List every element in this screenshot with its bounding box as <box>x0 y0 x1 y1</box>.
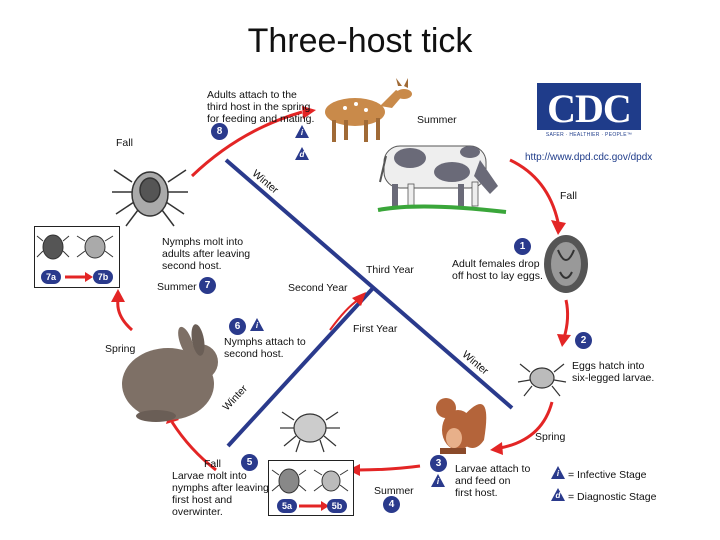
cdc-tagline: SAFER · HEALTHIER · PEOPLE™ <box>545 132 633 138</box>
stage-7-line-3: second host. <box>162 260 222 272</box>
arrowhead <box>557 334 571 347</box>
arrow-cow-to-1 <box>509 158 560 223</box>
winter-line-top <box>224 158 514 410</box>
arrow-2-to-3 <box>499 401 554 450</box>
year-label-third: Third Year <box>366 264 414 276</box>
stage-2-text: Eggs hatch into six-legged larvae. <box>572 360 654 384</box>
stage-8-line-2: third host in the spring <box>207 101 311 113</box>
infective-stage-icon: i <box>431 474 445 487</box>
season-summer-top: Summer <box>417 114 457 126</box>
stage-1-text: Adult females drop off host to lay eggs. <box>452 258 543 282</box>
stage-7-molt-box: 7a 7b <box>34 226 120 288</box>
stage-6-badge: 6 <box>229 318 246 335</box>
stage-1-badge: 1 <box>514 238 531 255</box>
rabbit-illustration <box>122 324 218 422</box>
stage-3-badge: 3 <box>430 455 447 472</box>
season-fall-bottom: Fall <box>204 458 221 470</box>
cdc-logo: CDC SAFER · HEALTHIER · PEOPLE™ <box>537 83 641 143</box>
stage-6-text: Nymphs attach to second host. <box>224 336 306 360</box>
stage-5a-label: 5a <box>277 499 297 513</box>
engorged-tick-illustration <box>544 235 588 293</box>
stage-4-badge: 4 <box>383 496 400 513</box>
nymph-tick-illustration <box>280 411 340 453</box>
adult-tick-illustration <box>112 169 188 227</box>
arrow-5-to-rabbit <box>170 421 217 472</box>
stage-8-line-3: for feeding and mating. <box>207 113 315 125</box>
stage-8-text: Adults attach to the third host in the s… <box>207 89 314 125</box>
cdc-logo-text: CDC <box>547 86 632 131</box>
arrowhead <box>348 464 360 476</box>
stage-5-line-4: overwinter. <box>172 506 223 518</box>
stage-3-line-2: and feed on <box>455 475 511 487</box>
stage-7-line-1: Nymphs molt into <box>162 236 244 248</box>
molt-ticks-5 <box>271 468 349 511</box>
arrowhead <box>490 442 503 455</box>
year-label-first: First Year <box>353 323 398 335</box>
cdc-url: http://www.dpd.cdc.gov/dpdx <box>525 152 653 163</box>
season-fall-right: Fall <box>560 190 577 202</box>
stage-8-line-1: Adults attach to the <box>207 89 297 101</box>
stage-1-line-2: off host to lay eggs. <box>452 270 543 282</box>
molt-ticks-7 <box>36 234 114 282</box>
stage-5-molt-box: 5a 5b <box>268 460 354 516</box>
stage-5b-label: 5b <box>327 499 347 513</box>
cow-illustration <box>377 145 507 214</box>
deer-illustration <box>325 78 412 142</box>
stage-2-line-2: six-legged larvae. <box>572 372 655 384</box>
legend-infective-label: = Infective Stage <box>568 469 647 481</box>
season-fall-top: Fall <box>116 137 133 149</box>
stage-3-text: Larvae attach to and feed on first host. <box>455 463 530 499</box>
stage-7-text: Nymphs molt into adults after leaving se… <box>162 236 250 272</box>
winter-line-bottom <box>226 285 376 448</box>
diagnostic-stage-icon: d <box>295 147 309 160</box>
arrowhead <box>302 106 316 119</box>
larva-tick-illustration <box>517 363 567 397</box>
arrowhead <box>551 220 566 235</box>
stage-5-line-3: first host and <box>172 494 233 506</box>
arrow-6-to-nymph <box>329 299 359 331</box>
season-summer-left: Summer <box>157 281 197 293</box>
stage-1-line-1: Adult females drop <box>452 258 540 270</box>
stage-2-badge: 2 <box>575 332 592 349</box>
stage-8-badge: 8 <box>211 123 228 140</box>
year-label-second: Second Year <box>288 282 348 294</box>
stage-7b-label: 7b <box>93 270 113 284</box>
arrow-8-to-deer <box>190 110 303 178</box>
arrowhead <box>111 289 125 302</box>
arrowhead <box>352 292 366 306</box>
squirrel-illustration <box>436 398 487 454</box>
arrow-rabbit-to-7 <box>116 299 134 332</box>
stage-3-line-3: first host. <box>455 487 498 499</box>
arrow-3-to-5 <box>357 464 421 472</box>
stage-7-line-2: adults after leaving <box>162 248 251 260</box>
stage-6-line-1: Nymphs attach to <box>224 336 306 348</box>
season-summer-bottom: Summer <box>374 485 414 497</box>
infective-stage-icon: i <box>295 125 309 138</box>
infective-stage-icon: i <box>250 318 264 331</box>
stage-5-line-2: nymphs after leaving <box>172 482 269 494</box>
stage-7-badge: 7 <box>199 277 216 294</box>
stage-6-line-2: second host. <box>224 348 284 360</box>
legend-diagnostic-icon: d <box>551 488 565 501</box>
page-title: Three-host tick <box>247 22 473 60</box>
stage-5-line-1: Larvae molt into <box>172 470 247 482</box>
stage-5-text: Larvae molt into nymphs after leaving fi… <box>172 470 269 518</box>
legend-infective-icon: i <box>551 466 565 479</box>
stage-5-badge: 5 <box>241 454 258 471</box>
season-spring-right: Spring <box>535 431 566 443</box>
legend-diagnostic-label: = Diagnostic Stage <box>568 491 657 503</box>
stage-7a-label: 7a <box>41 270 61 284</box>
stage-2-line-1: Eggs hatch into <box>572 360 645 372</box>
stage-3-line-1: Larvae attach to <box>455 463 531 475</box>
season-spring-left: Spring <box>105 343 136 355</box>
cdc-logo-mark: CDC <box>537 83 641 131</box>
arrow-1-to-2 <box>562 299 570 339</box>
